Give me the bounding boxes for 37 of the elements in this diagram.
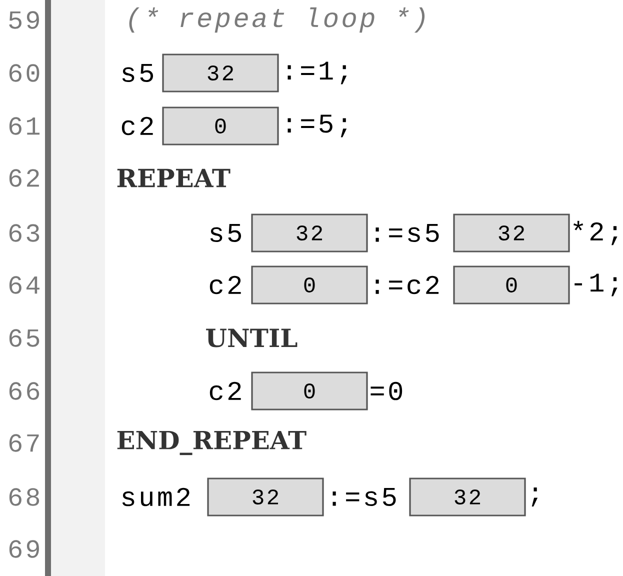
code-text: :=5; <box>288 114 347 138</box>
value-box: 32 <box>251 214 368 252</box>
code-comment: (* repeat loop *) <box>129 7 425 33</box>
value-box: 32 <box>207 478 324 516</box>
line-number: 65 <box>9 329 40 347</box>
keyword: REPEAT <box>117 168 230 188</box>
code-text: :=c2 <box>376 276 439 294</box>
line-number: 60 <box>9 64 40 82</box>
code-text: -1; <box>574 274 618 296</box>
code-text: c2 <box>122 116 153 136</box>
code-text: *2; <box>573 220 618 246</box>
line-number: 61 <box>9 117 40 135</box>
line-number: 68 <box>9 488 40 506</box>
line-number: 62 <box>9 169 39 187</box>
keyword: UNTIL <box>206 328 298 348</box>
line-number: 59 <box>9 11 39 29</box>
code-text: c2 <box>210 382 241 400</box>
value-box: 0 <box>453 266 570 304</box>
value-box: 0 <box>162 106 279 146</box>
value-box: 32 <box>453 214 570 252</box>
line-number: 67 <box>9 434 39 452</box>
code-text: c2 <box>210 276 241 294</box>
code-text: =0 <box>370 382 402 400</box>
line-number: 69 <box>9 540 39 558</box>
code-text: :=1; <box>288 62 347 84</box>
code-text: s5 <box>122 64 154 82</box>
value-box: 32 <box>162 54 279 92</box>
line-number: 64 <box>9 276 40 294</box>
keyword: END_REPEAT <box>117 430 306 456</box>
value-box: 0 <box>251 372 368 410</box>
code-text: s5 <box>210 224 242 242</box>
value-box: 32 <box>409 478 526 516</box>
line-number: 66 <box>9 382 40 400</box>
value-box: 0 <box>251 266 368 304</box>
line-number: 63 <box>9 224 40 242</box>
code-text: :=s5 <box>376 224 439 242</box>
code-text: :=s5 <box>332 488 396 506</box>
